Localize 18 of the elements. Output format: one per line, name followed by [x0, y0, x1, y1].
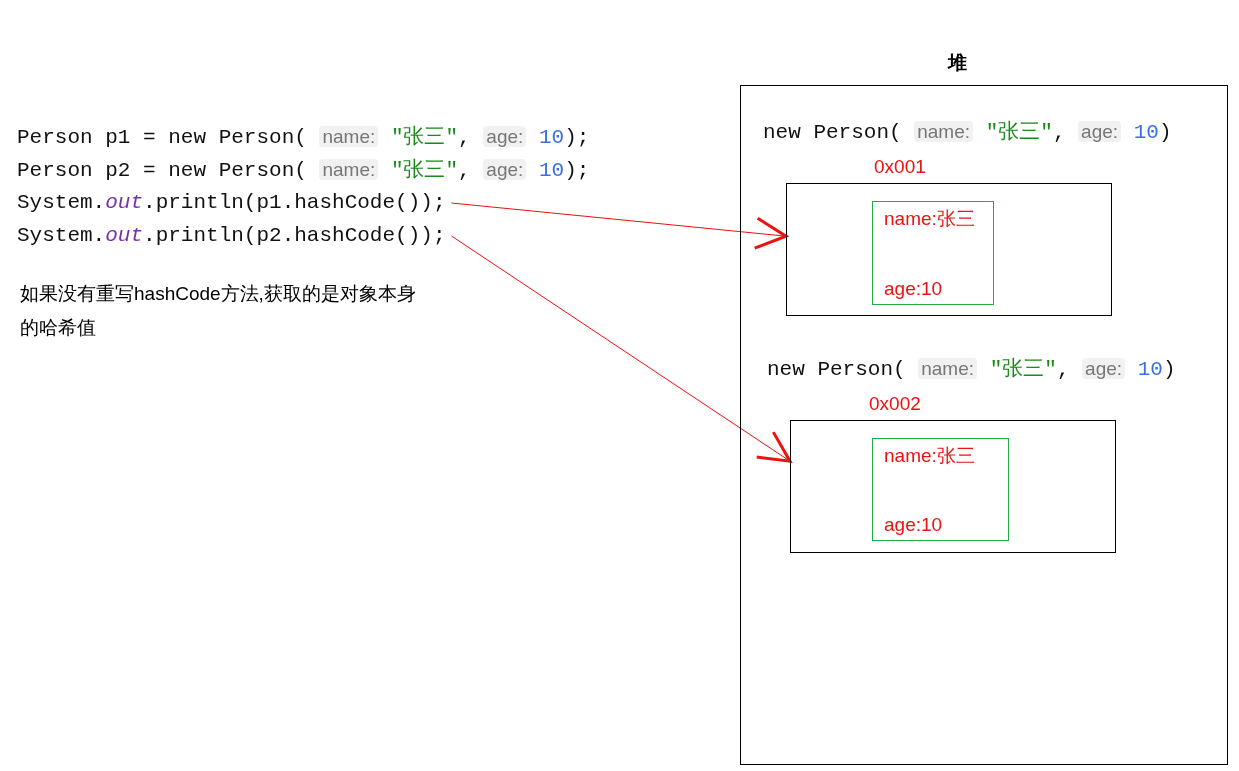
heap-heading: 堆 — [948, 51, 967, 75]
field-value: age:10 — [884, 278, 943, 300]
code-line: Person p2 = new Person( name: "张三", age: 10); — [17, 157, 590, 184]
memory-address: 0x001 — [874, 156, 926, 178]
field-value: name:张三 — [884, 207, 975, 231]
field-value: name:张三 — [884, 444, 975, 468]
object-fields-box — [872, 438, 1009, 541]
field-value: age:10 — [884, 514, 943, 536]
code-line: Person p1 = new Person( name: "张三", age: 10); — [17, 124, 590, 151]
constructor-call: new Person( name: "张三", age: 10) — [767, 356, 1176, 383]
arrow — [451, 202, 788, 250]
object-fields-box — [872, 201, 994, 305]
note-text: 如果没有重写hashCode方法,获取的是对象本身的哈希值 — [20, 282, 417, 340]
constructor-call: new Person( name: "张三", age: 10) — [763, 119, 1172, 146]
memory-address: 0x002 — [869, 393, 921, 415]
code-line: System.out.println(p2.hashCode()); — [17, 222, 446, 250]
arrow — [451, 235, 792, 463]
code-line: System.out.println(p1.hashCode()); — [17, 189, 446, 217]
